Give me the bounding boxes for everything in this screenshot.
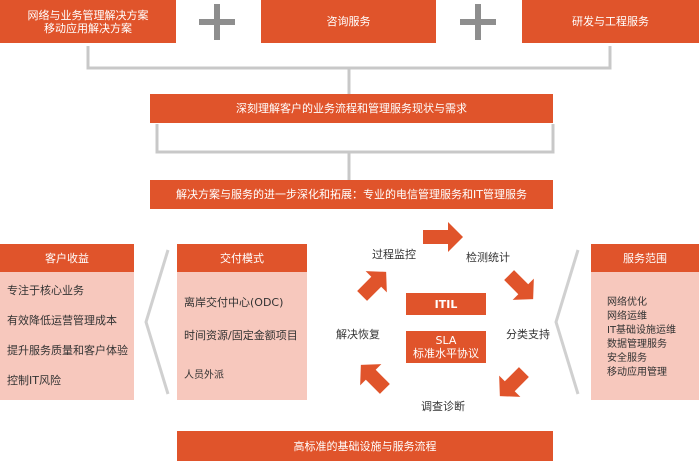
service-item: 网络运维 xyxy=(607,311,647,322)
service-scope-header: 服务范围 xyxy=(591,244,699,272)
plus-icon xyxy=(456,0,500,44)
left-chevron xyxy=(144,249,170,395)
plus-icon xyxy=(195,0,239,44)
solution-deepening-label: 解决方案与服务的进一步深化和拓展：专业的电信管理服务和IT管理服务 xyxy=(176,188,527,201)
consulting-service-box: 咨询服务 xyxy=(261,0,436,43)
rd-engineering-label: 研发与工程服务 xyxy=(572,15,649,28)
top-bracket xyxy=(86,46,612,70)
arrow-up-right-icon xyxy=(357,271,387,301)
sla-description: 标准水平协议 xyxy=(413,347,479,360)
arrow-up-left-icon xyxy=(360,364,390,394)
arrow-down-right-icon xyxy=(504,270,534,300)
network-business-solutions-box: 网络与业务管理解决方案 移动应用解决方案 xyxy=(0,0,176,43)
customer-benefits-panel xyxy=(0,272,134,400)
understand-needs-label: 深刻理解客户的业务流程和管理服务现状与需求 xyxy=(236,102,467,115)
itil-box: ITIL xyxy=(406,293,486,315)
itil-label: ITIL xyxy=(434,297,458,311)
delivery-mode-header: 交付模式 xyxy=(177,244,307,272)
delivery-item: 离岸交付中心(ODC) xyxy=(184,296,284,309)
customer-benefits-header: 客户收益 xyxy=(0,244,134,272)
consulting-service-label: 咨询服务 xyxy=(326,15,371,28)
network-business-solutions-label: 网络与业务管理解决方案 xyxy=(27,8,149,22)
service-item: 网络优化 xyxy=(607,297,647,308)
cycle-step-classification-support: 分类支持 xyxy=(506,328,550,341)
benefit-item: 专注于核心业务 xyxy=(7,284,84,297)
delivery-mode-title: 交付模式 xyxy=(220,251,264,265)
service-scope-panel xyxy=(591,272,699,400)
delivery-item: 时间资源/固定金额项目 xyxy=(184,329,298,342)
delivery-mode-list: 离岸交付中心(ODC) 时间资源/固定金额项目 人员外派 xyxy=(184,294,306,384)
solution-deepening-bar: 解决方案与服务的进一步深化和拓展：专业的电信管理服务和IT管理服务 xyxy=(150,180,553,209)
cycle-step-process-monitoring: 过程监控 xyxy=(372,248,416,261)
customer-benefits-list: 专注于核心业务 有效降低运营管理成本 提升服务质量和客户体验 控制IT风险 xyxy=(7,282,135,392)
service-scope-title: 服务范围 xyxy=(623,251,667,265)
delivery-item: 人员外派 xyxy=(184,370,224,381)
understand-needs-bar: 深刻理解客户的业务流程和管理服务现状与需求 xyxy=(150,94,553,123)
benefit-item: 控制IT风险 xyxy=(7,374,61,387)
service-item: 数据管理服务 xyxy=(607,339,667,350)
infrastructure-process-bar: 高标准的基础设施与服务流程 xyxy=(177,431,553,461)
customer-benefits-title: 客户收益 xyxy=(45,251,89,265)
infrastructure-process-label: 高标准的基础设施与服务流程 xyxy=(293,439,437,453)
service-item: IT基础设施运维 xyxy=(607,325,677,336)
middle-bracket xyxy=(155,124,555,154)
arrow-down-left-icon xyxy=(499,367,529,397)
cycle-step-detection-statistics: 检测统计 xyxy=(466,251,510,264)
service-item: 移动应用管理 xyxy=(607,367,667,378)
benefit-item: 提升服务质量和客户体验 xyxy=(7,344,128,357)
sla-box: SLA 标准水平协议 xyxy=(406,331,486,363)
right-chevron xyxy=(554,249,580,395)
mobile-app-solutions-label: 移动应用解决方案 xyxy=(44,21,132,35)
benefit-item: 有效降低运营管理成本 xyxy=(7,314,117,327)
cycle-step-investigation-diagnosis: 调查诊断 xyxy=(421,400,465,413)
rd-engineering-box: 研发与工程服务 xyxy=(522,0,699,43)
service-scope-list: 网络优化 网络运维 IT基础设施运维 数据管理服务 安全服务 移动应用管理 xyxy=(607,293,699,383)
cycle-step-resolution-recovery: 解决恢复 xyxy=(336,328,380,341)
service-item: 安全服务 xyxy=(607,353,647,364)
arrow-right-icon xyxy=(423,222,463,252)
sla-label: SLA xyxy=(435,334,457,347)
delivery-mode-panel xyxy=(177,272,307,400)
